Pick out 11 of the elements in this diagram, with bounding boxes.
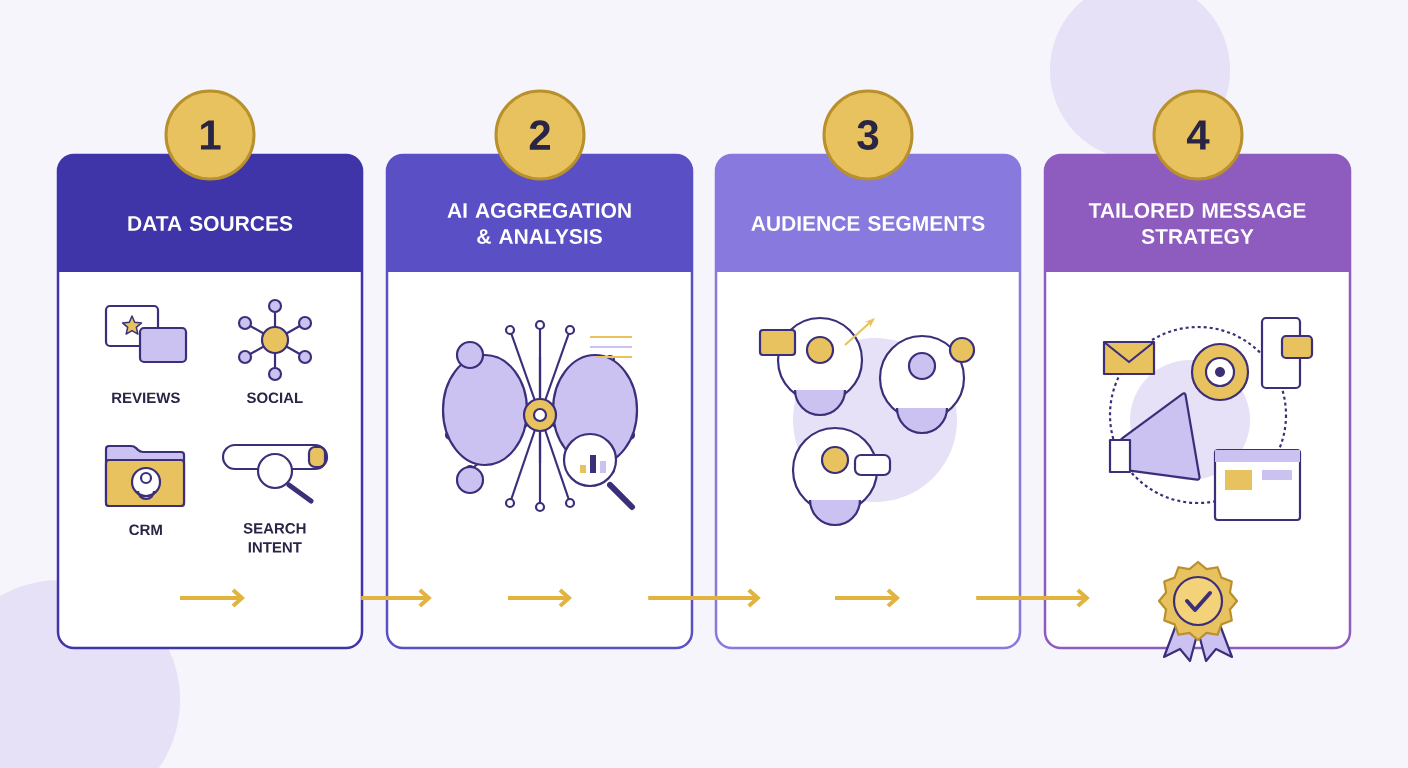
number-badge: 1 (164, 89, 256, 181)
source-label: SOCIAL (246, 392, 303, 404)
arrow (361, 588, 432, 608)
number-badge: 2 (494, 89, 586, 181)
arrow (648, 588, 761, 608)
source-label: REVIEWS (112, 392, 180, 404)
number-badge: 3 (822, 89, 914, 181)
arrow (976, 588, 1090, 608)
source-label: SEARCH INTENT (243, 523, 306, 553)
number-badge: 4 (1152, 89, 1244, 181)
source-label: CRM (129, 524, 162, 536)
